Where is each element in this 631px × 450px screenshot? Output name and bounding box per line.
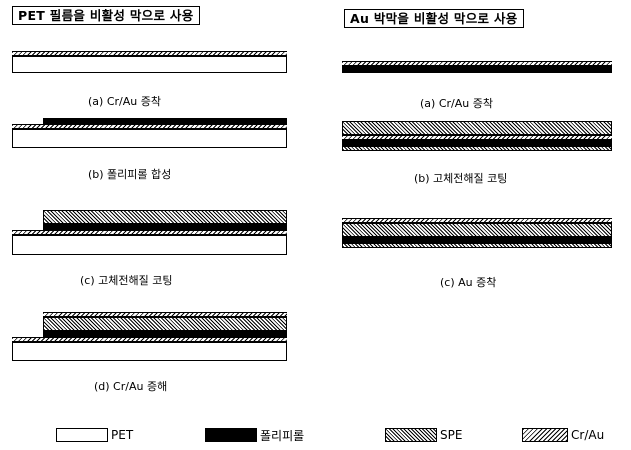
pet-layer xyxy=(12,235,287,255)
cr-au-layer xyxy=(12,51,287,56)
legend-item-polypyrrole: 폴리피롤 xyxy=(205,428,305,443)
polypyrrole-layer xyxy=(43,224,287,230)
au-film-layer xyxy=(342,140,612,146)
left-step-a-caption: (a) Cr/Au 증착 xyxy=(88,95,161,108)
cr-au-swatch-icon xyxy=(522,428,568,442)
spe-layer xyxy=(43,317,287,331)
legend-item-cr-au: Cr/Au xyxy=(522,428,604,442)
legend-label: Cr/Au xyxy=(571,428,605,442)
legend-item-spe: SPE xyxy=(385,428,462,442)
cr-au-layer xyxy=(342,61,612,66)
cr-au-layer xyxy=(12,337,287,342)
cr-au-layer xyxy=(342,135,612,140)
right-step-a-caption: (a) Cr/Au 증착 xyxy=(420,97,493,110)
left-step-d-caption: (d) Cr/Au 증해 xyxy=(94,380,168,393)
spe-layer xyxy=(342,223,612,237)
polypyrrole-layer xyxy=(43,118,287,124)
right-step-b-caption: (b) 고체전해질 코팅 xyxy=(414,172,508,185)
cr-au-layer xyxy=(12,230,287,235)
polypyrrole-layer xyxy=(43,331,287,337)
right-step-c-caption: (c) Au 증착 xyxy=(440,276,497,289)
polypyrrole-swatch-icon xyxy=(205,428,257,442)
right-panel-header: Au 박막을 비활성 막으로 사용 xyxy=(344,9,524,28)
cr-au-layer xyxy=(342,218,612,223)
legend-label: SPE xyxy=(440,428,463,442)
legend-label: PET xyxy=(111,428,134,442)
spe-layer xyxy=(43,210,287,224)
pet-layer xyxy=(12,56,287,73)
left-step-b-caption: (b) 폴리피롤 합성 xyxy=(88,168,172,181)
spe-layer xyxy=(342,146,612,151)
au-film-layer xyxy=(342,66,612,73)
left-step-c-caption: (c) 고체전해질 코팅 xyxy=(80,274,173,287)
spe-layer xyxy=(342,243,612,248)
spe-swatch-icon xyxy=(385,428,437,442)
legend-label: 폴리피롤 xyxy=(260,428,305,443)
pet-layer xyxy=(12,342,287,361)
pet-swatch-icon xyxy=(56,428,108,442)
pet-layer xyxy=(12,129,287,148)
cr-au-layer xyxy=(43,312,287,317)
au-film-layer xyxy=(342,237,612,243)
spe-layer xyxy=(342,121,612,135)
cr-au-layer xyxy=(12,124,287,129)
left-panel-header: PET 필름을 비활성 막으로 사용 xyxy=(12,6,200,25)
legend-item-pet: PET xyxy=(56,428,133,442)
